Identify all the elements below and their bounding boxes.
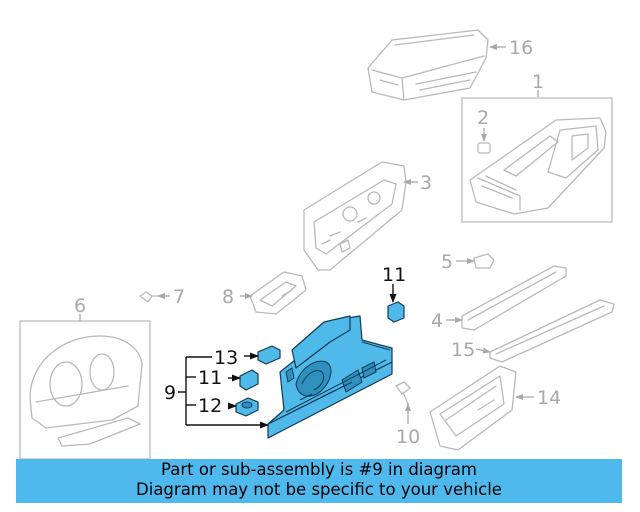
callout-5: 5 <box>441 251 453 273</box>
part-8-bracket[interactable] <box>249 271 307 315</box>
callout-9: 9 <box>164 382 176 404</box>
part-7-clip[interactable] <box>139 291 159 303</box>
callout-6: 6 <box>74 295 86 317</box>
callout-1: 1 <box>532 71 544 93</box>
part-14-glove-box[interactable] <box>429 365 517 451</box>
part-10-screw[interactable] <box>395 381 411 405</box>
callout-12: 12 <box>198 395 222 417</box>
part-3-climate-panel[interactable] <box>303 161 407 271</box>
banner-line-1: Part or sub-assembly is #9 in diagram <box>161 460 477 479</box>
callout-3: 3 <box>420 172 432 194</box>
part-12-clip-highlighted[interactable] <box>235 397 259 417</box>
callout-8: 8 <box>222 286 234 308</box>
part-16-airbag-module[interactable] <box>367 29 489 101</box>
banner-line-2: Diagram may not be specific to your vehi… <box>136 480 502 499</box>
part-9-lower-panel-highlighted[interactable] <box>267 315 393 439</box>
info-banner: Part or sub-assembly is #9 in diagram Di… <box>16 459 622 503</box>
part-5-clip[interactable] <box>473 253 495 269</box>
callout-4: 4 <box>431 310 443 332</box>
part-6-instrument-cluster[interactable] <box>19 320 151 460</box>
part-4-trim-strip[interactable] <box>461 265 567 331</box>
callout-16: 16 <box>509 37 533 59</box>
callout-11-upper: 11 <box>382 264 406 286</box>
part-15-trim-strip[interactable] <box>489 299 615 363</box>
part-11-clip-highlighted[interactable] <box>239 301 405 391</box>
callout-7: 7 <box>173 286 185 308</box>
part-1-vent-bezel[interactable] <box>461 97 613 223</box>
callout-labels: 16 1 2 3 5 4 15 14 10 8 7 6 11 13 11 9 1… <box>74 37 561 448</box>
callout-10: 10 <box>396 426 420 448</box>
part-13-clip-highlighted[interactable] <box>257 345 281 365</box>
callout-11-lower: 11 <box>198 367 222 389</box>
black-leader-lines <box>178 284 397 429</box>
callout-2: 2 <box>477 107 489 129</box>
gray-leader-lines <box>79 44 539 424</box>
part-2-clip[interactable] <box>477 128 491 154</box>
callout-13: 13 <box>214 347 238 369</box>
callout-14: 14 <box>537 387 561 409</box>
callout-15: 15 <box>451 339 475 361</box>
